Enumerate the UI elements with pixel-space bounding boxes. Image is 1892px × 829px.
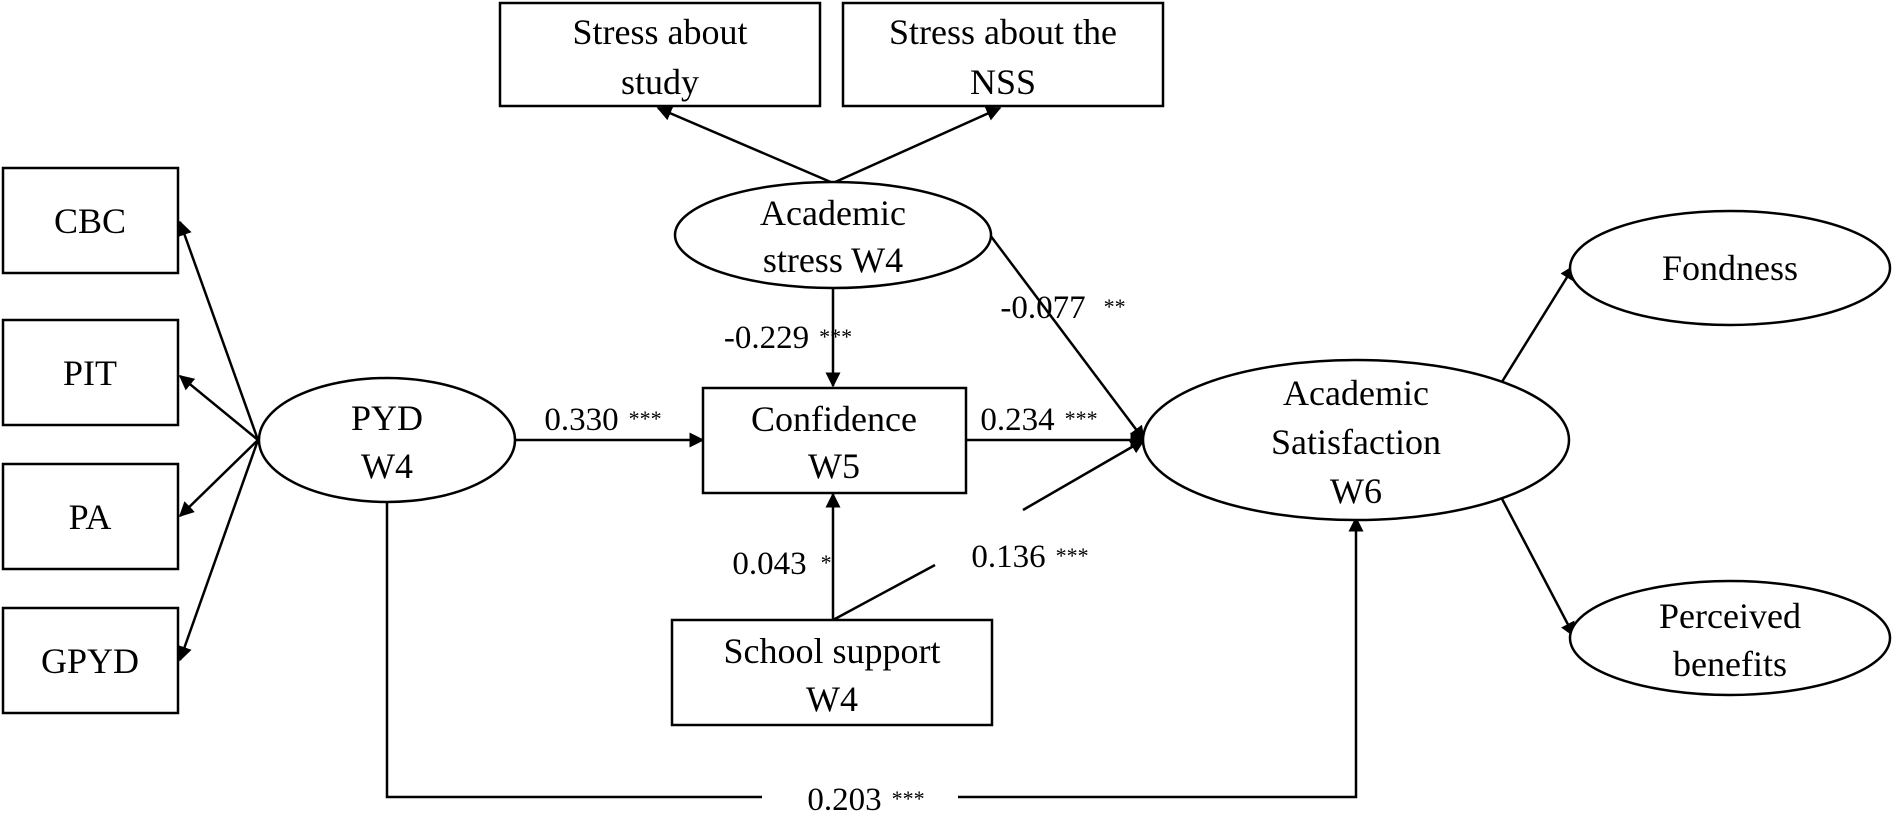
- edge-satisfaction-to-fondness: [1498, 264, 1576, 386]
- node-label: Academic: [1283, 373, 1429, 413]
- edge-support-to-satisfaction: [832, 563, 936, 622]
- node-cbc: CBC: [1, 166, 180, 275]
- edge-stress-to-satisfaction: [989, 234, 1145, 442]
- coef-stress-to-satisfaction: -0.077 **: [1000, 290, 1125, 326]
- edge-pyd-to-satisfaction-tail: [958, 516, 1364, 799]
- node-gpyd: GPYD: [1, 606, 180, 715]
- edge-stress-to-study: [656, 106, 834, 185]
- coef-support-to-confidence: 0.043 *: [732, 546, 831, 582]
- coef-pyd-to-satisfaction: 0.203 ***: [807, 782, 924, 818]
- node-label: PYD: [351, 398, 423, 438]
- coef-confidence-to-satisfaction: 0.234 ***: [980, 402, 1097, 438]
- node-label: W6: [1330, 471, 1382, 511]
- node-label: Satisfaction: [1271, 422, 1441, 462]
- edge-support-to-satisfaction-tail: [1022, 438, 1146, 512]
- edge-stress-to-nss: [832, 106, 1002, 185]
- node-pit: PIT: [1, 318, 180, 427]
- node-label: W4: [361, 446, 413, 486]
- edge-pyd-to-gpyd: [177, 439, 260, 662]
- node-label: Academic: [760, 193, 906, 233]
- edge-pyd-to-pit: [178, 375, 259, 441]
- coef-stress-to-confidence: -0.229 ***: [724, 320, 852, 356]
- node-label: benefits: [1673, 644, 1787, 684]
- edge-pyd-to-cbc: [177, 220, 260, 441]
- node-school-support: School support W4: [670, 618, 994, 727]
- node-confidence: Confidence W5: [701, 386, 968, 495]
- node-label: W5: [808, 446, 860, 486]
- node-label: Fondness: [1662, 248, 1798, 288]
- edge-pyd-to-satisfaction: [385, 484, 762, 799]
- nodes: Stress about study Stress about the NSS …: [1, 1, 1892, 727]
- node-academic-satisfaction: Academic Satisfaction W6: [1141, 358, 1571, 522]
- node-label: PIT: [63, 353, 117, 393]
- node-label: study: [621, 62, 699, 102]
- node-pyd: PYD W4: [257, 376, 517, 504]
- node-label: School support: [723, 631, 940, 671]
- node-stress-about-study: Stress about study: [498, 1, 822, 108]
- coefficients: -0.229 *** -0.077 ** 0.330 *** 0.234 ***…: [544, 290, 1125, 818]
- edge-pyd-to-pa: [178, 439, 259, 518]
- node-label: stress W4: [763, 240, 903, 280]
- node-label: NSS: [970, 62, 1036, 102]
- node-label: Perceived: [1659, 596, 1801, 636]
- node-label: CBC: [54, 201, 126, 241]
- node-label: W4: [806, 679, 858, 719]
- node-fondness: Fondness: [1568, 209, 1892, 327]
- coef-pyd-to-confidence: 0.330 ***: [544, 402, 661, 438]
- edges: [177, 106, 1576, 799]
- node-label: PA: [69, 497, 112, 537]
- node-pa: PA: [1, 462, 180, 571]
- edge-satisfaction-to-benefits: [1498, 494, 1576, 638]
- node-academic-stress: Academic stress W4: [673, 180, 993, 290]
- node-perceived-benefits: Perceived benefits: [1568, 579, 1892, 697]
- node-label: Stress about: [573, 12, 748, 52]
- coef-support-to-satisfaction: 0.136 ***: [971, 539, 1088, 575]
- node-label: Confidence: [751, 399, 917, 439]
- node-label: Stress about the: [889, 12, 1117, 52]
- node-stress-about-nss: Stress about the NSS: [841, 1, 1165, 108]
- node-label: GPYD: [41, 641, 139, 681]
